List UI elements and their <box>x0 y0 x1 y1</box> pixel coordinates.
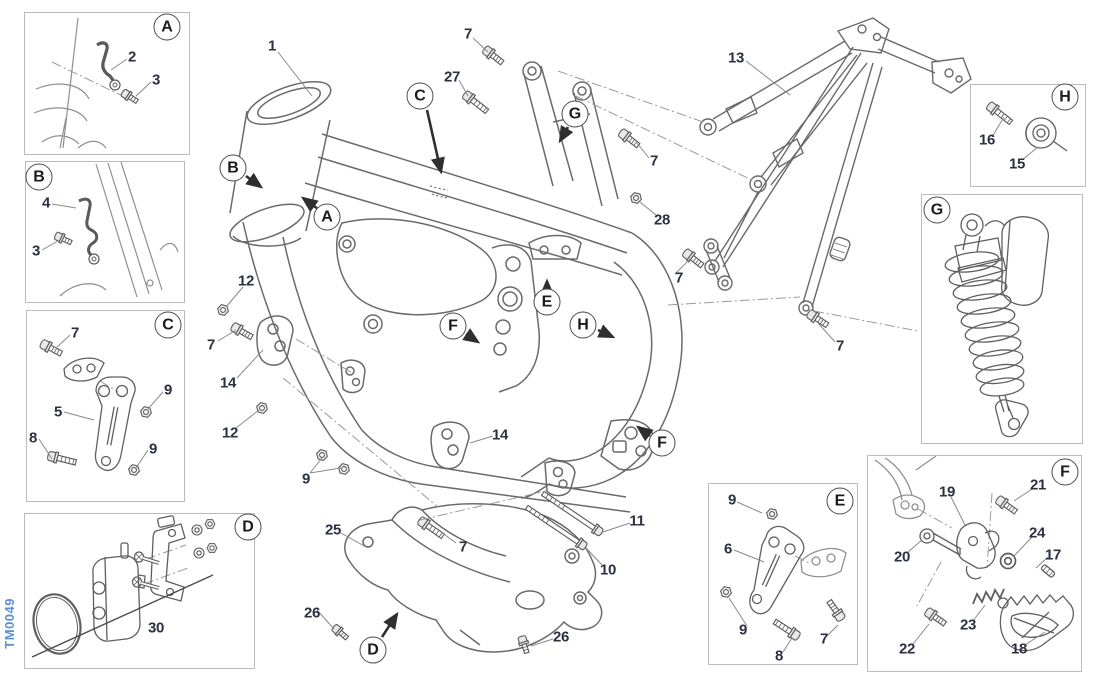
bolt-icon <box>680 246 707 271</box>
callout-26: 26 <box>303 604 321 622</box>
callout-9: 9 <box>301 470 311 488</box>
detail-box-F <box>867 455 1082 672</box>
box-E-callout-9: 9 <box>738 621 748 639</box>
detail-marker-E: E <box>533 288 561 316</box>
detail-box-letter-H: H <box>1051 83 1079 111</box>
box-g-art <box>944 213 1050 438</box>
detail-box-E <box>708 483 858 665</box>
nut-icon <box>254 401 270 415</box>
box-C-callout-9: 9 <box>148 440 158 458</box>
detail-marker-F: F <box>648 429 676 457</box>
box-A-callout-2: 2 <box>127 48 137 66</box>
callout-25: 25 <box>324 521 342 539</box>
box-C-callout-8: 8 <box>28 429 38 447</box>
callout-11: 11 <box>629 512 645 530</box>
callout-1: 1 <box>267 37 277 55</box>
box-F-callout-18: 18 <box>1010 640 1028 658</box>
box-F-callout-24: 24 <box>1028 524 1046 542</box>
callout-7: 7 <box>463 25 473 43</box>
box-d-art <box>31 515 218 658</box>
construction-lines <box>51 61 993 607</box>
box-a-art <box>33 17 152 149</box>
detail-box-letter-A: A <box>153 13 181 41</box>
box-F-callout-22: 22 <box>898 640 916 658</box>
detail-box-letter-C: C <box>154 311 182 339</box>
leader-lines <box>217 37 836 647</box>
nut-icon <box>314 448 330 462</box>
box-C-callout-5: 5 <box>53 403 63 421</box>
box-F-callout-17: 17 <box>1044 546 1062 564</box>
callout-12: 12 <box>221 424 239 442</box>
bolt-icon <box>329 622 351 643</box>
detail-box-C <box>26 310 185 502</box>
callout-28: 28 <box>653 211 671 229</box>
callout-7: 7 <box>835 337 845 355</box>
box-D-callout-30: 30 <box>147 619 165 637</box>
box-b-art <box>41 161 179 298</box>
skid-plate-drawing <box>344 503 603 653</box>
detail-marker-C: C <box>406 82 434 110</box>
detail-box-H <box>970 84 1086 187</box>
detail-box-letter-E: E <box>826 487 854 515</box>
box-A-callout-3: 3 <box>151 71 161 89</box>
detail-box-A <box>24 12 190 155</box>
callout-7: 7 <box>674 269 684 287</box>
bolt-icon <box>616 126 643 151</box>
shock-linkage-drawing <box>703 238 733 291</box>
bolt-icon <box>480 43 507 68</box>
detail-marker-D: D <box>359 636 387 664</box>
subframe-drawing <box>699 17 972 316</box>
letter-arrows <box>245 109 654 638</box>
box-F-callout-19: 19 <box>938 483 956 501</box>
detail-marker-G: G <box>561 100 589 128</box>
detail-marker-H: H <box>569 311 597 339</box>
callout-13: 13 <box>727 49 745 67</box>
box-E-callout-7: 7 <box>819 630 829 648</box>
callout-27: 27 <box>443 68 461 86</box>
box-H-callout-15: 15 <box>1008 155 1026 173</box>
box-E-callout-9: 9 <box>727 491 737 509</box>
detail-box-letter-D: D <box>234 513 262 541</box>
box-f-art <box>874 455 1075 652</box>
box-C-callout-7: 7 <box>70 324 80 342</box>
box-e-art <box>718 501 848 653</box>
box-B-callout-4: 4 <box>41 194 51 212</box>
callout-10: 10 <box>599 561 617 579</box>
detail-box-letter-B: B <box>25 163 53 191</box>
callout-26: 26 <box>552 628 570 646</box>
bolt-icon <box>523 502 589 552</box>
detail-marker-A: A <box>313 203 341 231</box>
bolt-icon <box>460 88 491 117</box>
frame-drawing <box>229 61 683 513</box>
box-F-callout-21: 21 <box>1029 476 1047 494</box>
detail-marker-B: B <box>219 154 247 182</box>
box-C-callout-9: 9 <box>163 381 173 399</box>
nut-icon <box>336 462 352 476</box>
box-h-art <box>984 99 1068 161</box>
bolt-icon <box>539 488 605 538</box>
detail-box-G <box>921 194 1083 444</box>
detail-box-letter-F: F <box>1051 458 1079 486</box>
box-F-callout-23: 23 <box>959 616 977 634</box>
box-E-callout-6: 6 <box>723 540 733 558</box>
callout-7: 7 <box>206 336 216 354</box>
callout-12: 12 <box>237 272 255 290</box>
detail-marker-F: F <box>439 312 467 340</box>
callout-7: 7 <box>458 538 468 556</box>
box-E-callout-8: 8 <box>774 647 784 665</box>
detail-box-B <box>25 161 185 303</box>
callout-14: 14 <box>491 426 509 444</box>
box-c-art <box>37 334 164 477</box>
detail-box-letter-G: G <box>923 196 951 224</box>
box-B-callout-3: 3 <box>31 242 41 260</box>
callout-7: 7 <box>649 152 659 170</box>
box-H-callout-16: 16 <box>978 131 996 149</box>
box-F-callout-20: 20 <box>893 548 911 566</box>
detail-box-D <box>24 513 255 669</box>
figure-code: TM0049 <box>2 598 17 649</box>
callout-14: 14 <box>219 374 237 392</box>
